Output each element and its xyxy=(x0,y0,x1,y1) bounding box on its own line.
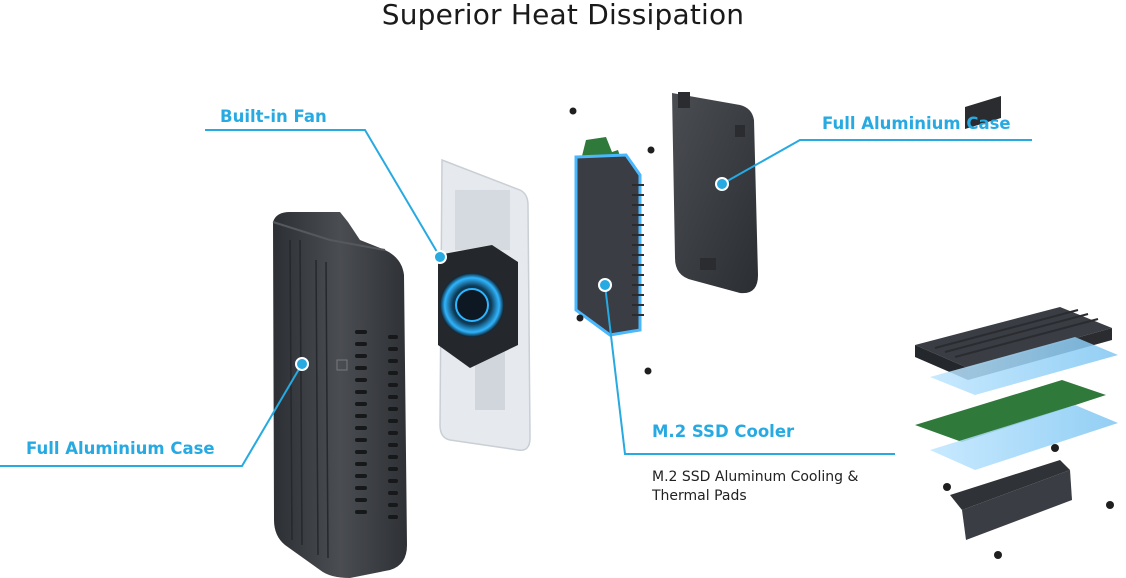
m2-heatsink xyxy=(569,107,655,375)
cooler-description-line-1: M.2 SSD Aluminum Cooling & xyxy=(652,469,859,485)
built-in-fan xyxy=(438,245,518,368)
callout-lines xyxy=(0,129,1032,467)
cooler-description: M.2 SSD Aluminum Cooling & Thermal Pads xyxy=(652,468,858,506)
callout-built-in-fan: Built-in Fan xyxy=(220,107,327,126)
callout-dots xyxy=(295,177,729,371)
back-aluminium-panel xyxy=(672,92,758,294)
page-title: Superior Heat Dissipation xyxy=(381,0,745,31)
ssd-cooler-kit xyxy=(915,95,1118,559)
aluminium-case-enclosure xyxy=(272,212,407,578)
logo-icon xyxy=(336,359,348,371)
callout-full-aluminium-case-left: Full Aluminium Case xyxy=(26,439,215,458)
cooler-description-line-2: Thermal Pads xyxy=(652,488,747,504)
callout-m2-ssd-cooler: M.2 SSD Cooler xyxy=(652,422,795,441)
callout-full-aluminium-case-top: Full Aluminium Case xyxy=(822,114,1011,133)
